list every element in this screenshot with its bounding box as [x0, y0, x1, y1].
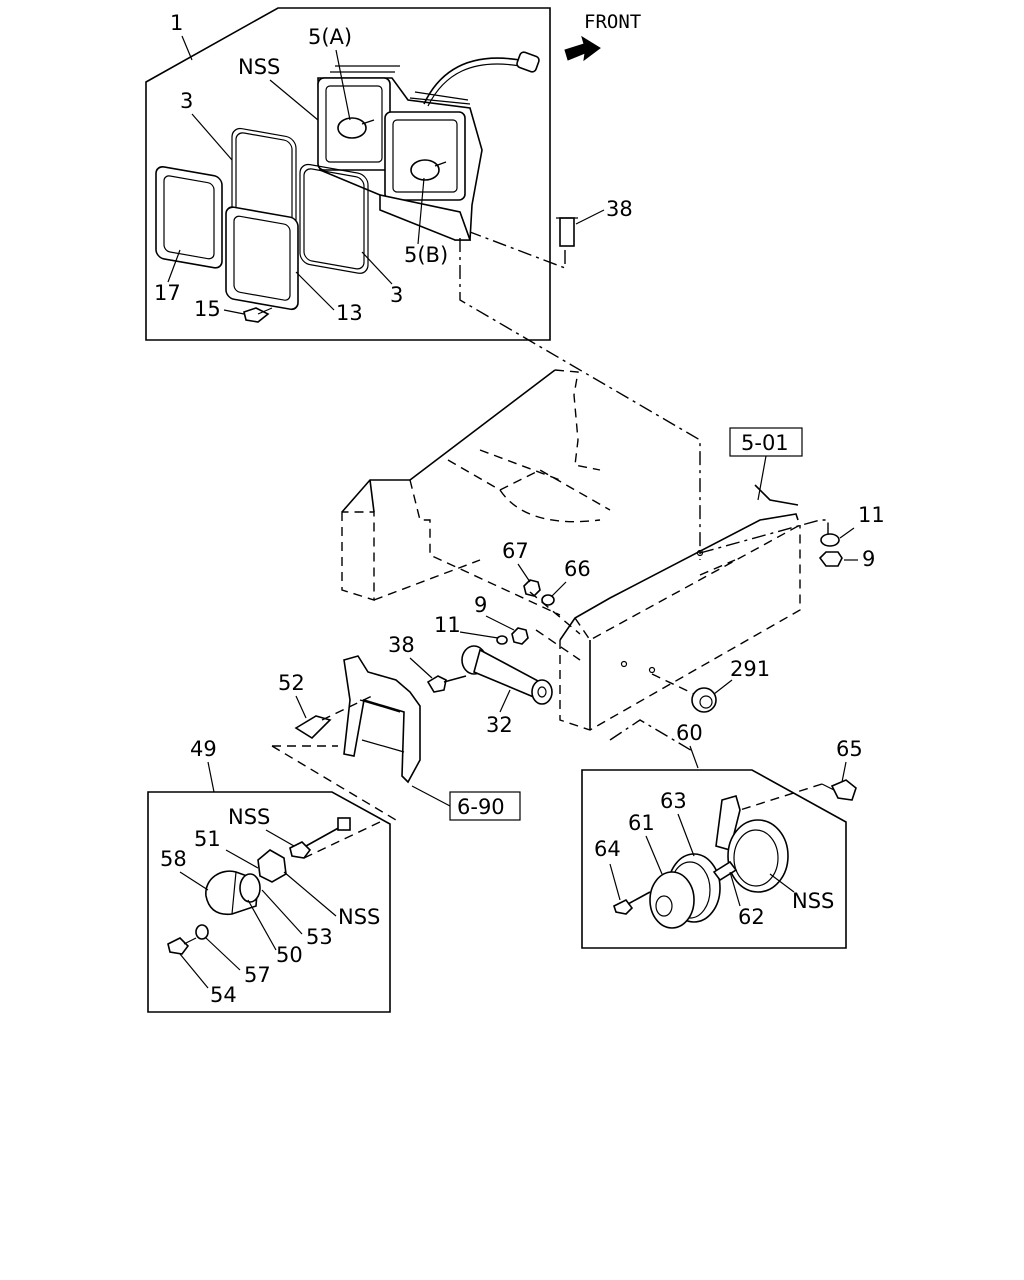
bulb-b [410, 159, 440, 181]
front-label: FRONT [584, 11, 641, 33]
callout-54: 54 [210, 983, 237, 1007]
washer-11-right [820, 533, 840, 547]
lens-17 [155, 165, 223, 269]
callout-38-mid: 38 [388, 633, 415, 657]
wire-harness [423, 57, 521, 105]
callout-3-bottom: 3 [390, 283, 403, 307]
callout-51: 51 [194, 827, 221, 851]
callout-65: 65 [836, 737, 863, 761]
callout-nss-top: NSS [238, 55, 280, 79]
washer-66 [541, 594, 555, 606]
callout-291: 291 [730, 657, 770, 681]
horn-assembly-group: 65 NSS 63 61 62 64 [581, 737, 863, 949]
harness-connector [516, 51, 540, 73]
callout-49: 49 [190, 737, 217, 761]
bulb-a [337, 117, 367, 139]
callout-61: 61 [628, 811, 655, 835]
horn-bracket [715, 795, 741, 851]
bracket-assembly [294, 655, 421, 784]
callout-67: 67 [502, 539, 529, 563]
lens-13 [225, 206, 299, 311]
bolt-38-top [559, 217, 575, 247]
headlamp-assembly-group: 1 5(A) NSS 3 38 5(B) 17 15 13 3 [145, 7, 633, 341]
callout-64: 64 [594, 837, 621, 861]
callout-38-top: 38 [606, 197, 633, 221]
bumper-frame [341, 369, 829, 731]
nut-67 [523, 579, 541, 597]
ref-6-90: 6-90 [457, 795, 505, 819]
screw-54 [167, 937, 190, 955]
bolt-65 [830, 779, 857, 801]
callout-11-mid: 11 [434, 613, 461, 637]
callout-17: 17 [154, 281, 181, 305]
callout-58: 58 [160, 847, 187, 871]
callout-66: 66 [564, 557, 591, 581]
callout-3-top: 3 [180, 89, 193, 113]
stud-62 [712, 860, 738, 882]
screw-nss-left [289, 841, 312, 859]
callout-9-mid: 9 [474, 593, 487, 617]
bolt-38-mid [426, 675, 447, 693]
callout-53: 53 [306, 925, 333, 949]
headlamp-box-outline [145, 7, 551, 341]
gasket-lower [299, 163, 369, 274]
clip-52 [294, 715, 332, 740]
side-lamp-group: 49 NSS 51 58 NSS 53 50 57 54 [147, 737, 391, 1013]
callout-5a: 5(A) [308, 25, 352, 49]
callout-nss-left2: NSS [338, 905, 380, 929]
callout-60: 60 [676, 721, 703, 745]
nut-9-mid [511, 627, 529, 645]
washer-11-mid [496, 635, 508, 645]
bolt-64 [613, 898, 634, 915]
callout-nss-right: NSS [792, 889, 834, 913]
arrow-icon [564, 35, 601, 62]
callout-1: 1 [170, 11, 183, 35]
callout-62: 62 [738, 905, 765, 929]
callout-5b: 5(B) [404, 243, 448, 267]
callout-9-right: 9 [862, 547, 875, 571]
washer-57 [195, 924, 209, 940]
stay-rod-32 [461, 645, 553, 705]
callout-57: 57 [244, 963, 271, 987]
nut-9-right [818, 551, 843, 567]
ring-nss [727, 819, 789, 893]
callout-63: 63 [660, 789, 687, 813]
callout-32: 32 [486, 713, 513, 737]
socket-51 [257, 849, 287, 883]
front-indicator: FRONT [564, 11, 641, 62]
callout-nss-left: NSS [228, 805, 270, 829]
lamp-frame-b [384, 111, 466, 201]
horn-61 [649, 871, 695, 929]
callout-11-right: 11 [858, 503, 885, 527]
grommet-291 [691, 687, 717, 713]
callout-50: 50 [276, 943, 303, 967]
callout-15: 15 [194, 297, 221, 321]
bulb-53 [239, 873, 261, 903]
screw-15 [243, 307, 270, 323]
callout-13: 13 [336, 301, 363, 325]
callout-52: 52 [278, 671, 305, 695]
ref-5-01: 5-01 [741, 431, 789, 455]
